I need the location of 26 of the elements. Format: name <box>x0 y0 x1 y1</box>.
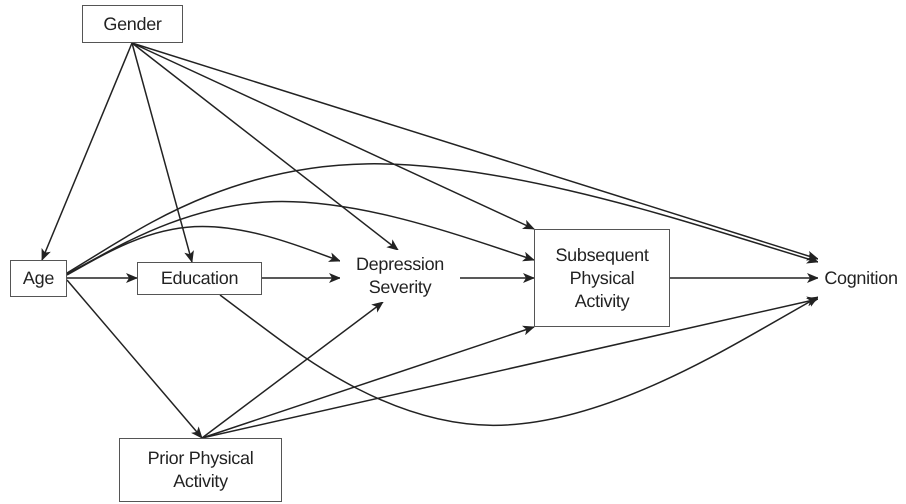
arrow <box>66 200 535 275</box>
arrow <box>67 273 138 283</box>
variable-label: Depression Severity <box>354 253 446 299</box>
arrow <box>460 273 535 283</box>
variable-label: Prior Physical Activity <box>146 447 254 493</box>
arrow <box>66 226 341 276</box>
variable-box <box>10 260 67 297</box>
variable-box <box>82 5 183 43</box>
arrow <box>202 326 535 439</box>
arrow <box>670 273 819 283</box>
arrow <box>262 273 341 283</box>
variable-label: Education <box>160 267 238 290</box>
variable-label: Cognition <box>824 266 898 290</box>
arrow <box>131 42 194 263</box>
arrow <box>41 42 133 261</box>
variable-box <box>137 262 262 295</box>
variable-box <box>119 438 282 502</box>
arrow <box>66 280 203 439</box>
variable-box <box>534 229 670 327</box>
arrow <box>202 301 384 439</box>
arrow <box>132 42 399 251</box>
variable-label: Age <box>22 267 54 290</box>
variable-label: Gender <box>103 12 162 36</box>
variable-label: Subsequent Physical Activity <box>554 244 650 312</box>
arrow <box>66 163 819 274</box>
arrow <box>132 42 819 260</box>
